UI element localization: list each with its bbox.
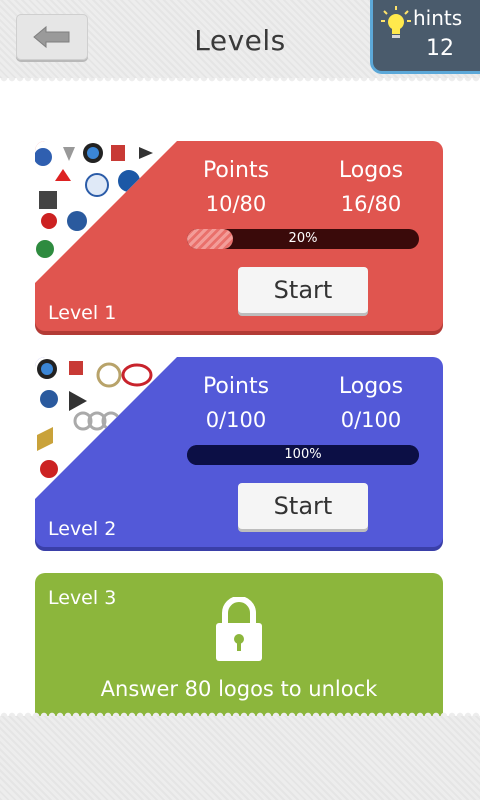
level-label: Level 1 xyxy=(48,302,117,324)
header-bar: Levels hints 12 xyxy=(0,0,480,84)
logos-label: Logos xyxy=(338,158,404,183)
hints-count: 12 xyxy=(426,36,454,61)
progress-bar: 20% xyxy=(187,229,419,249)
logos-collage xyxy=(35,141,177,283)
back-button[interactable] xyxy=(16,14,88,60)
progress-fill xyxy=(187,229,234,249)
hints-counter[interactable]: hints 12 xyxy=(370,0,480,74)
logos-value: 0/100 xyxy=(340,408,402,432)
logos-value: 16/80 xyxy=(340,192,402,216)
level-card-2: Points 0/100 Logos 0/100 100% Start Leve… xyxy=(35,357,443,547)
brand-logos-image xyxy=(35,143,153,258)
progress-text: 20% xyxy=(288,231,318,246)
start-button[interactable]: Start xyxy=(238,267,368,313)
logos-label: Logos xyxy=(338,374,404,399)
progress-bar: 100% xyxy=(187,445,419,465)
level-card-1: Points 10/80 Logos 16/80 20% Start Level… xyxy=(35,141,443,331)
back-arrow-icon xyxy=(33,25,70,49)
footer-bar xyxy=(0,710,480,800)
progress-fill xyxy=(187,445,419,465)
progress-text: 100% xyxy=(284,447,322,462)
level-label: Level 2 xyxy=(48,518,117,540)
points-value: 0/100 xyxy=(205,408,267,432)
points-label: Points xyxy=(202,374,270,399)
brand-logos-image xyxy=(37,359,153,478)
level-label: Level 3 xyxy=(48,587,117,609)
padlock-icon xyxy=(216,597,262,661)
level-card-3: Level 3 Answer 80 logos to unlock xyxy=(35,573,443,723)
logos-collage xyxy=(35,357,177,499)
points-label: Points xyxy=(202,158,270,183)
page-title: Levels xyxy=(194,24,286,57)
start-button[interactable]: Start xyxy=(238,483,368,529)
points-value: 10/80 xyxy=(205,192,267,216)
lightbulb-icon xyxy=(381,6,411,38)
unlock-message: Answer 80 logos to unlock xyxy=(100,677,378,701)
hints-label: hints xyxy=(413,6,463,30)
